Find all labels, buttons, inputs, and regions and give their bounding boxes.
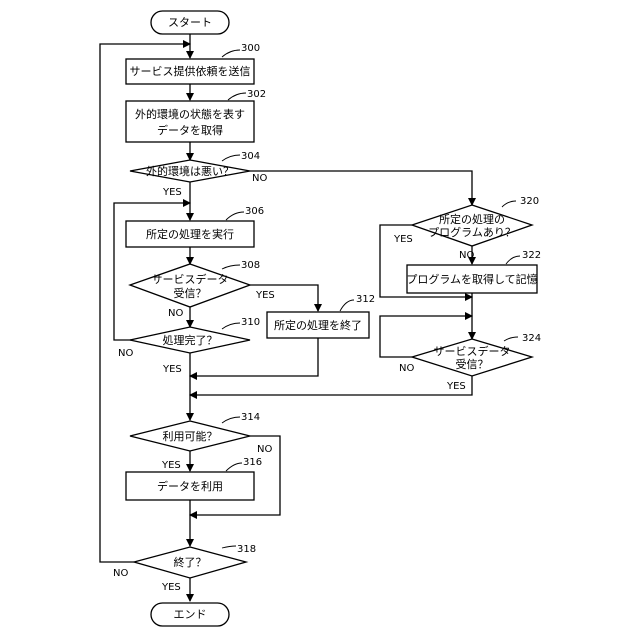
ref-316-leader	[226, 463, 242, 471]
label-324-no: NO	[399, 363, 414, 374]
step-316-text: データを利用	[157, 479, 223, 493]
ref-306-leader	[226, 212, 244, 220]
end-terminal: エンド	[151, 603, 229, 626]
label-320-yes: YES	[393, 234, 413, 245]
decision-320-text-line2: プログラムあり？	[428, 225, 516, 239]
label-304-no: NO	[252, 173, 267, 184]
step-306: 所定の処理を実行	[126, 221, 254, 247]
label-304-yes: YES	[162, 187, 182, 198]
arrow-324-yes-to-main	[190, 376, 472, 395]
label-318-yes: YES	[161, 582, 181, 593]
ref-310: 310	[241, 317, 260, 328]
ref-308: 308	[241, 260, 260, 271]
step-322: プログラムを取得して記憶	[406, 265, 537, 293]
decision-318: 終了？	[134, 547, 246, 578]
step-316: データを利用	[126, 472, 254, 500]
decision-308-text-line2: 受信？	[174, 287, 207, 300]
step-322-text: プログラムを取得して記憶	[406, 272, 537, 286]
step-306-text: 所定の処理を実行	[146, 227, 234, 241]
ref-318-leader	[222, 546, 236, 548]
step-300-text: サービス提供依頼を送信	[130, 64, 251, 78]
ref-314-leader	[222, 417, 240, 423]
ref-324-leader	[504, 337, 518, 341]
label-308-no: NO	[168, 308, 183, 319]
ref-312-leader	[340, 300, 354, 311]
ref-310-leader	[222, 323, 240, 329]
decision-324: サービスデータ 受信？	[412, 339, 532, 376]
label-314-no: NO	[257, 444, 272, 455]
ref-322: 322	[522, 250, 541, 261]
step-312-text: 所定の処理を終了	[274, 318, 362, 332]
label-314-yes: YES	[161, 460, 181, 471]
decision-314: 利用可能？	[130, 421, 250, 451]
decision-304-text: 外的環境は悪い？	[146, 164, 234, 178]
ref-312: 312	[356, 294, 375, 305]
ref-316: 316	[243, 457, 262, 468]
ref-318: 318	[237, 544, 256, 555]
ref-308-leader	[222, 265, 240, 269]
step-300: サービス提供依頼を送信	[126, 59, 254, 84]
ref-306: 306	[245, 206, 264, 217]
arrow-304-no-to-320	[250, 171, 472, 205]
ref-320-leader	[502, 201, 516, 207]
ref-302-leader	[228, 93, 246, 100]
label-308-yes: YES	[255, 290, 275, 301]
ref-314: 314	[241, 412, 260, 423]
end-label: エンド	[174, 608, 207, 621]
label-310-yes: YES	[162, 364, 182, 375]
label-318-no: NO	[113, 568, 128, 579]
ref-324: 324	[522, 333, 541, 344]
decision-320: 所定の処理の プログラムあり？	[412, 205, 532, 246]
ref-302: 302	[247, 89, 266, 100]
start-terminal: スタート	[151, 11, 229, 34]
decision-324-text-line1: サービスデータ	[434, 344, 511, 358]
decision-314-text: 利用可能？	[163, 429, 218, 443]
step-302-text-line2: データを取得	[157, 123, 223, 137]
ref-300-leader	[222, 50, 240, 57]
decision-324-text-line2: 受信？	[456, 358, 489, 371]
decision-318-text: 終了？	[174, 555, 207, 569]
decision-304: 外的環境は悪い？	[130, 160, 250, 182]
step-302: 外的環境の状態を表す データを取得	[126, 101, 254, 142]
decision-310: 処理完了？	[130, 327, 250, 353]
step-312: 所定の処理を終了	[267, 312, 369, 338]
step-302-text-line1: 外的環境の状態を表す	[135, 107, 245, 121]
start-label: スタート	[168, 16, 212, 29]
decision-308-text-line1: サービスデータ	[152, 272, 229, 286]
decision-308: サービスデータ 受信？	[130, 264, 250, 307]
decision-310-text: 処理完了？	[163, 333, 218, 347]
label-320-no: NO	[459, 250, 474, 261]
ref-322-leader	[506, 256, 520, 264]
decision-320-text-line1: 所定の処理の	[439, 212, 505, 226]
ref-304-leader	[222, 155, 240, 161]
label-324-yes: YES	[446, 381, 466, 392]
ref-304: 304	[241, 151, 260, 162]
label-310-no: NO	[118, 348, 133, 359]
ref-300: 300	[241, 43, 260, 54]
ref-320: 320	[520, 196, 539, 207]
